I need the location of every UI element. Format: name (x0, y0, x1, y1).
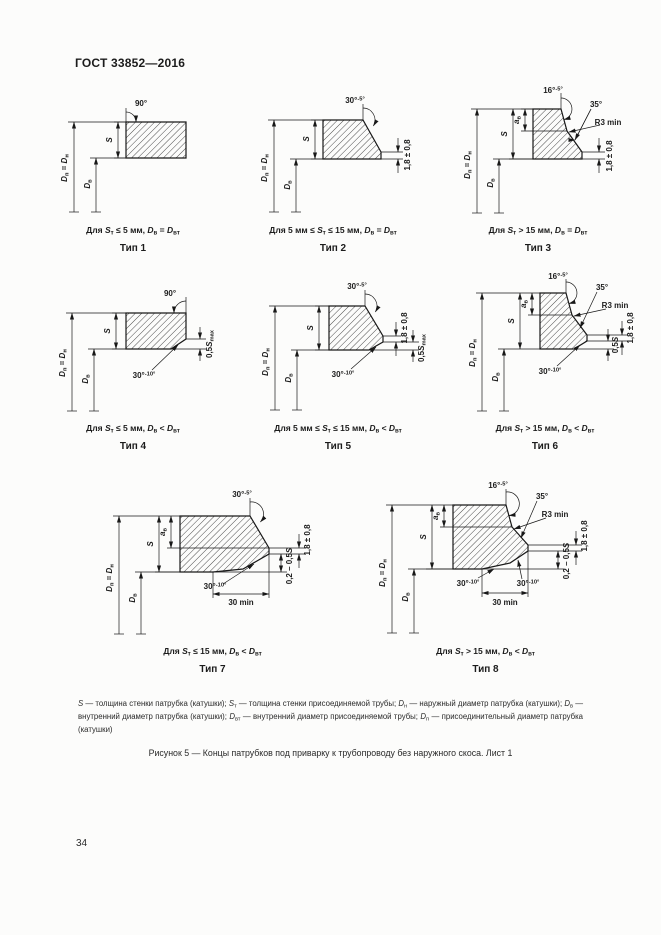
dim-label-dv: Dв (485, 178, 497, 188)
figure-condition: Для Sт > 15 мм, Dв = Dвт (488, 225, 588, 237)
label-r3-min: R3 min (541, 510, 569, 519)
angle-label-30-10: 30°-10° (331, 370, 355, 379)
dim-label-dv: Dв (283, 373, 295, 383)
figure-type: Тип 4 (119, 440, 147, 452)
dim-label-05s-max: 0,5Smax (204, 330, 216, 358)
figure-tip8: 16°-5° 35° R3 min 30°-10° 30°-10° 30 min… (358, 481, 613, 675)
dim-label-dpdn: Dп = Dн (57, 349, 69, 377)
figure-condition: Для Sт ≤ 15 мм, Dв < Dвт (163, 646, 262, 658)
dim-label-dpdn: Dп = Dн (104, 564, 116, 592)
tip3-drawing (471, 93, 605, 214)
dim-label-dv: Dв (282, 180, 294, 190)
dim-label-dpdn: Dп = Dн (467, 339, 479, 367)
angle-label-30-10: 30°-10° (132, 371, 156, 380)
page-number: 34 (76, 838, 88, 849)
symbols-legend: S — толщина стенки патрубка (катушки); S… (78, 699, 584, 734)
tip1-drawing (68, 108, 187, 213)
dim-label-av: ав (157, 528, 169, 536)
angle-label-35: 35° (595, 283, 609, 292)
tip2-drawing (268, 104, 403, 213)
figure-tip1: 90° S Dп = Dн Dв Для Sт ≤ 5 мм, Dв = Dвт… (38, 92, 228, 254)
tip5-drawing (269, 290, 419, 411)
angle-label-30-5: 30°-5° (345, 96, 365, 105)
angle-label-30-5: 30°-5° (232, 490, 252, 499)
dim-label-s: S (500, 131, 509, 137)
dim-label-s: S (146, 541, 155, 547)
figure-condition: Для Sт > 15 мм, Dв < Dвт (495, 423, 595, 435)
figure-type: Тип 5 (324, 440, 352, 452)
dim-label-05s-max: 0,5Smax (416, 334, 428, 362)
figure-type: Тип 1 (119, 242, 147, 254)
dim-label-root-face: 1,8 ± 0,8 (626, 312, 635, 344)
tip4-drawing (66, 297, 206, 412)
figure-condition: Для Sт ≤ 5 мм, Dв < Dвт (86, 423, 180, 435)
figure-tip5: 30°-5° 30°-10° 1,8 ± 0,8 0,5Smax S Dп = … (243, 278, 433, 452)
dim-label-root-face: 1,8 ± 0,8 (400, 312, 409, 344)
dim-label-root-face: 1,8 ± 0,8 (580, 520, 589, 552)
dim-label-dpdn: Dп = Dн (259, 154, 271, 182)
figure-tip3: 16°-5° 35° R3 min ав S 1,8 ± 0,8 Dп = Dн… (443, 85, 633, 254)
dim-label-02-05s: 0,2 – 0,5S (285, 547, 294, 585)
tip8-drawing (386, 489, 582, 634)
dim-label-s: S (419, 534, 428, 540)
angle-label-30-10: 30°-10° (203, 582, 227, 591)
angle-label-30-10: 30°-10° (538, 367, 562, 376)
dim-label-s: S (103, 328, 112, 334)
figure-condition: Для 5 мм ≤ Sт ≤ 15 мм, Dв < Dвт (274, 423, 402, 435)
dim-label-05s: 0,5S (611, 336, 620, 354)
dim-label-root-face: 1,8 ± 0,8 (303, 524, 312, 556)
label-30-min: 30 min (492, 598, 518, 607)
document-header: ГОСТ 33852—2016 (75, 56, 186, 70)
dim-label-dv: Dв (80, 374, 92, 384)
figure-type: Тип 3 (524, 242, 552, 254)
figure-type: Тип 2 (319, 242, 347, 254)
label-r3-min: R3 min (601, 301, 629, 310)
angle-label-35: 35° (589, 100, 603, 109)
angle-label-30-10: 30°-10° (516, 579, 540, 588)
tip6-drawing (476, 279, 628, 412)
dim-label-root-face: 1,8 ± 0,8 (403, 139, 412, 171)
dim-label-s: S (306, 325, 315, 331)
figure-tip7: 30°-5° 30°-10° 30 min 0,2 – 0,5S 1,8 ± 0… (85, 486, 340, 675)
dim-label-dv: Dв (127, 593, 139, 603)
tip7-drawing (113, 498, 305, 635)
dim-label-av: ав (518, 300, 530, 308)
dim-label-dpdn: Dп = Dн (462, 151, 474, 179)
angle-label-16-5: 16°-5° (543, 86, 563, 95)
label-30-min: 30 min (228, 598, 254, 607)
dim-label-av: ав (430, 512, 442, 520)
figure-type: Тип 7 (199, 663, 226, 675)
dim-label-dv: Dв (400, 592, 412, 602)
figure-condition: Для 5 мм ≤ Sт ≤ 15 мм, Dв = Dвт (269, 225, 397, 237)
dim-label-dpdn: Dп = Dн (260, 348, 272, 376)
dim-label-av: ав (511, 116, 523, 124)
figure-condition: Для Sт > 15 мм, Dв < Dвт (436, 646, 535, 658)
angle-label-90: 90° (163, 289, 177, 298)
label-r3-min: R3 min (594, 118, 622, 127)
angle-label-16-5: 16°-5° (548, 272, 568, 281)
angle-label-90: 90° (134, 99, 148, 108)
figure-type: Тип 6 (531, 440, 559, 452)
dim-label-dpdn: Dп = Dн (59, 154, 71, 182)
angle-label-35: 35° (535, 492, 549, 501)
dim-label-dv: Dв (490, 372, 502, 382)
figure-type: Тип 8 (472, 663, 499, 675)
dim-label-dv: Dв (82, 179, 94, 189)
figure-condition: Для Sт ≤ 5 мм, Dв = Dвт (86, 225, 180, 237)
dim-label-s: S (302, 136, 311, 142)
dim-label-s: S (507, 318, 516, 324)
figure-tip6: 16°-5° 35° R3 min 30°-10° 0,5S 1,8 ± 0,8… (450, 273, 640, 452)
dim-label-s: S (105, 137, 114, 143)
figure-tip4: 90° 30°-10° 0,5Smax S Dп = Dн Dв Для Sт … (38, 283, 228, 452)
angle-label-30-10: 30°-10° (456, 579, 480, 588)
angle-label-30-5: 30°-5° (347, 282, 367, 291)
figure-5-caption: Рисунок 5 — Концы патрубков под приварку… (148, 748, 513, 758)
dim-label-dpdn: Dп = Dн (377, 559, 389, 587)
figure-tip2: 30°-5° 1,8 ± 0,8 S Dп = Dн Dв Для 5 мм ≤… (238, 92, 428, 254)
angle-label-16-5: 16°-5° (488, 481, 508, 490)
dim-label-root-face: 1,8 ± 0,8 (605, 140, 614, 172)
dim-label-02-05s: 0,2 – 0,5S (562, 542, 571, 580)
